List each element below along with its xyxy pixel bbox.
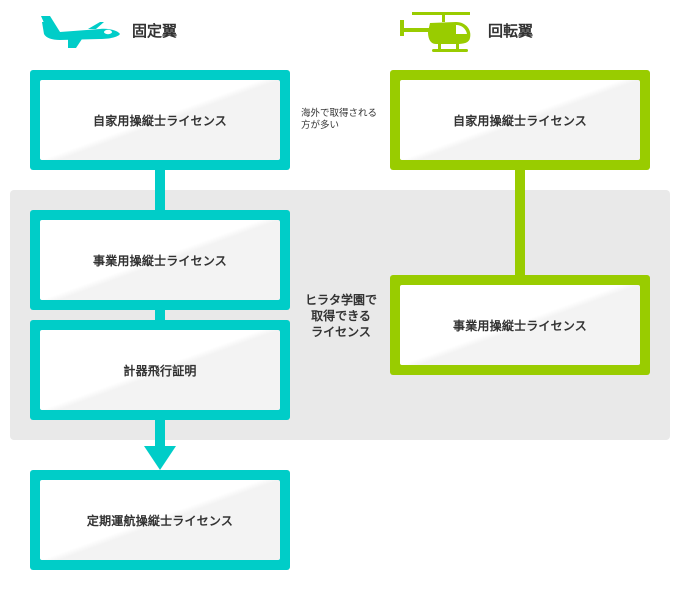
overseas-note: 海外で取得される 方が多い — [301, 108, 387, 132]
overseas-note-line: 方が多い — [301, 120, 340, 131]
academy-note-line: 取得できる — [311, 309, 371, 323]
connector-private-to-commercial — [155, 168, 165, 212]
box-label: 自家用操縦士ライセンス — [93, 113, 227, 128]
academy-note-line: ライセンス — [311, 325, 371, 339]
fixed-private-pilot-license-box: 自家用操縦士ライセンス — [30, 70, 290, 170]
connector-commercial-to-instrument — [155, 308, 165, 322]
instrument-rating-box: 計器飛行証明 — [30, 320, 290, 420]
arrow-down-icon — [144, 446, 176, 470]
academy-license-note: ヒラタ学園で 取得できる ライセンス — [298, 292, 384, 340]
airplane-icon — [38, 12, 124, 52]
box-label: 自家用操縦士ライセンス — [453, 113, 587, 128]
helicopter-icon — [398, 10, 474, 54]
box-label: 定期運航操縦士ライセンス — [86, 513, 234, 528]
overseas-note-line: 海外で取得される — [301, 108, 378, 119]
connector-heli-private-to-commercial — [515, 168, 525, 278]
box-label: 事業用操縦士ライセンス — [93, 253, 227, 268]
heli-private-pilot-license-box: 自家用操縦士ライセンス — [390, 70, 650, 170]
heli-commercial-pilot-license-box: 事業用操縦士ライセンス — [390, 275, 650, 375]
airline-transport-pilot-license-box: 定期運航操縦士ライセンス — [30, 470, 290, 570]
box-label: 計器飛行証明 — [123, 363, 197, 378]
fixed-commercial-pilot-license-box: 事業用操縦士ライセンス — [30, 210, 290, 310]
box-label: 事業用操縦士ライセンス — [453, 318, 587, 333]
fixed-wing-heading: 固定翼 — [132, 22, 178, 40]
connector-instrument-to-airline — [155, 418, 165, 448]
rotary-wing-heading: 回転翼 — [488, 22, 534, 40]
academy-note-line: ヒラタ学園で — [304, 293, 377, 307]
